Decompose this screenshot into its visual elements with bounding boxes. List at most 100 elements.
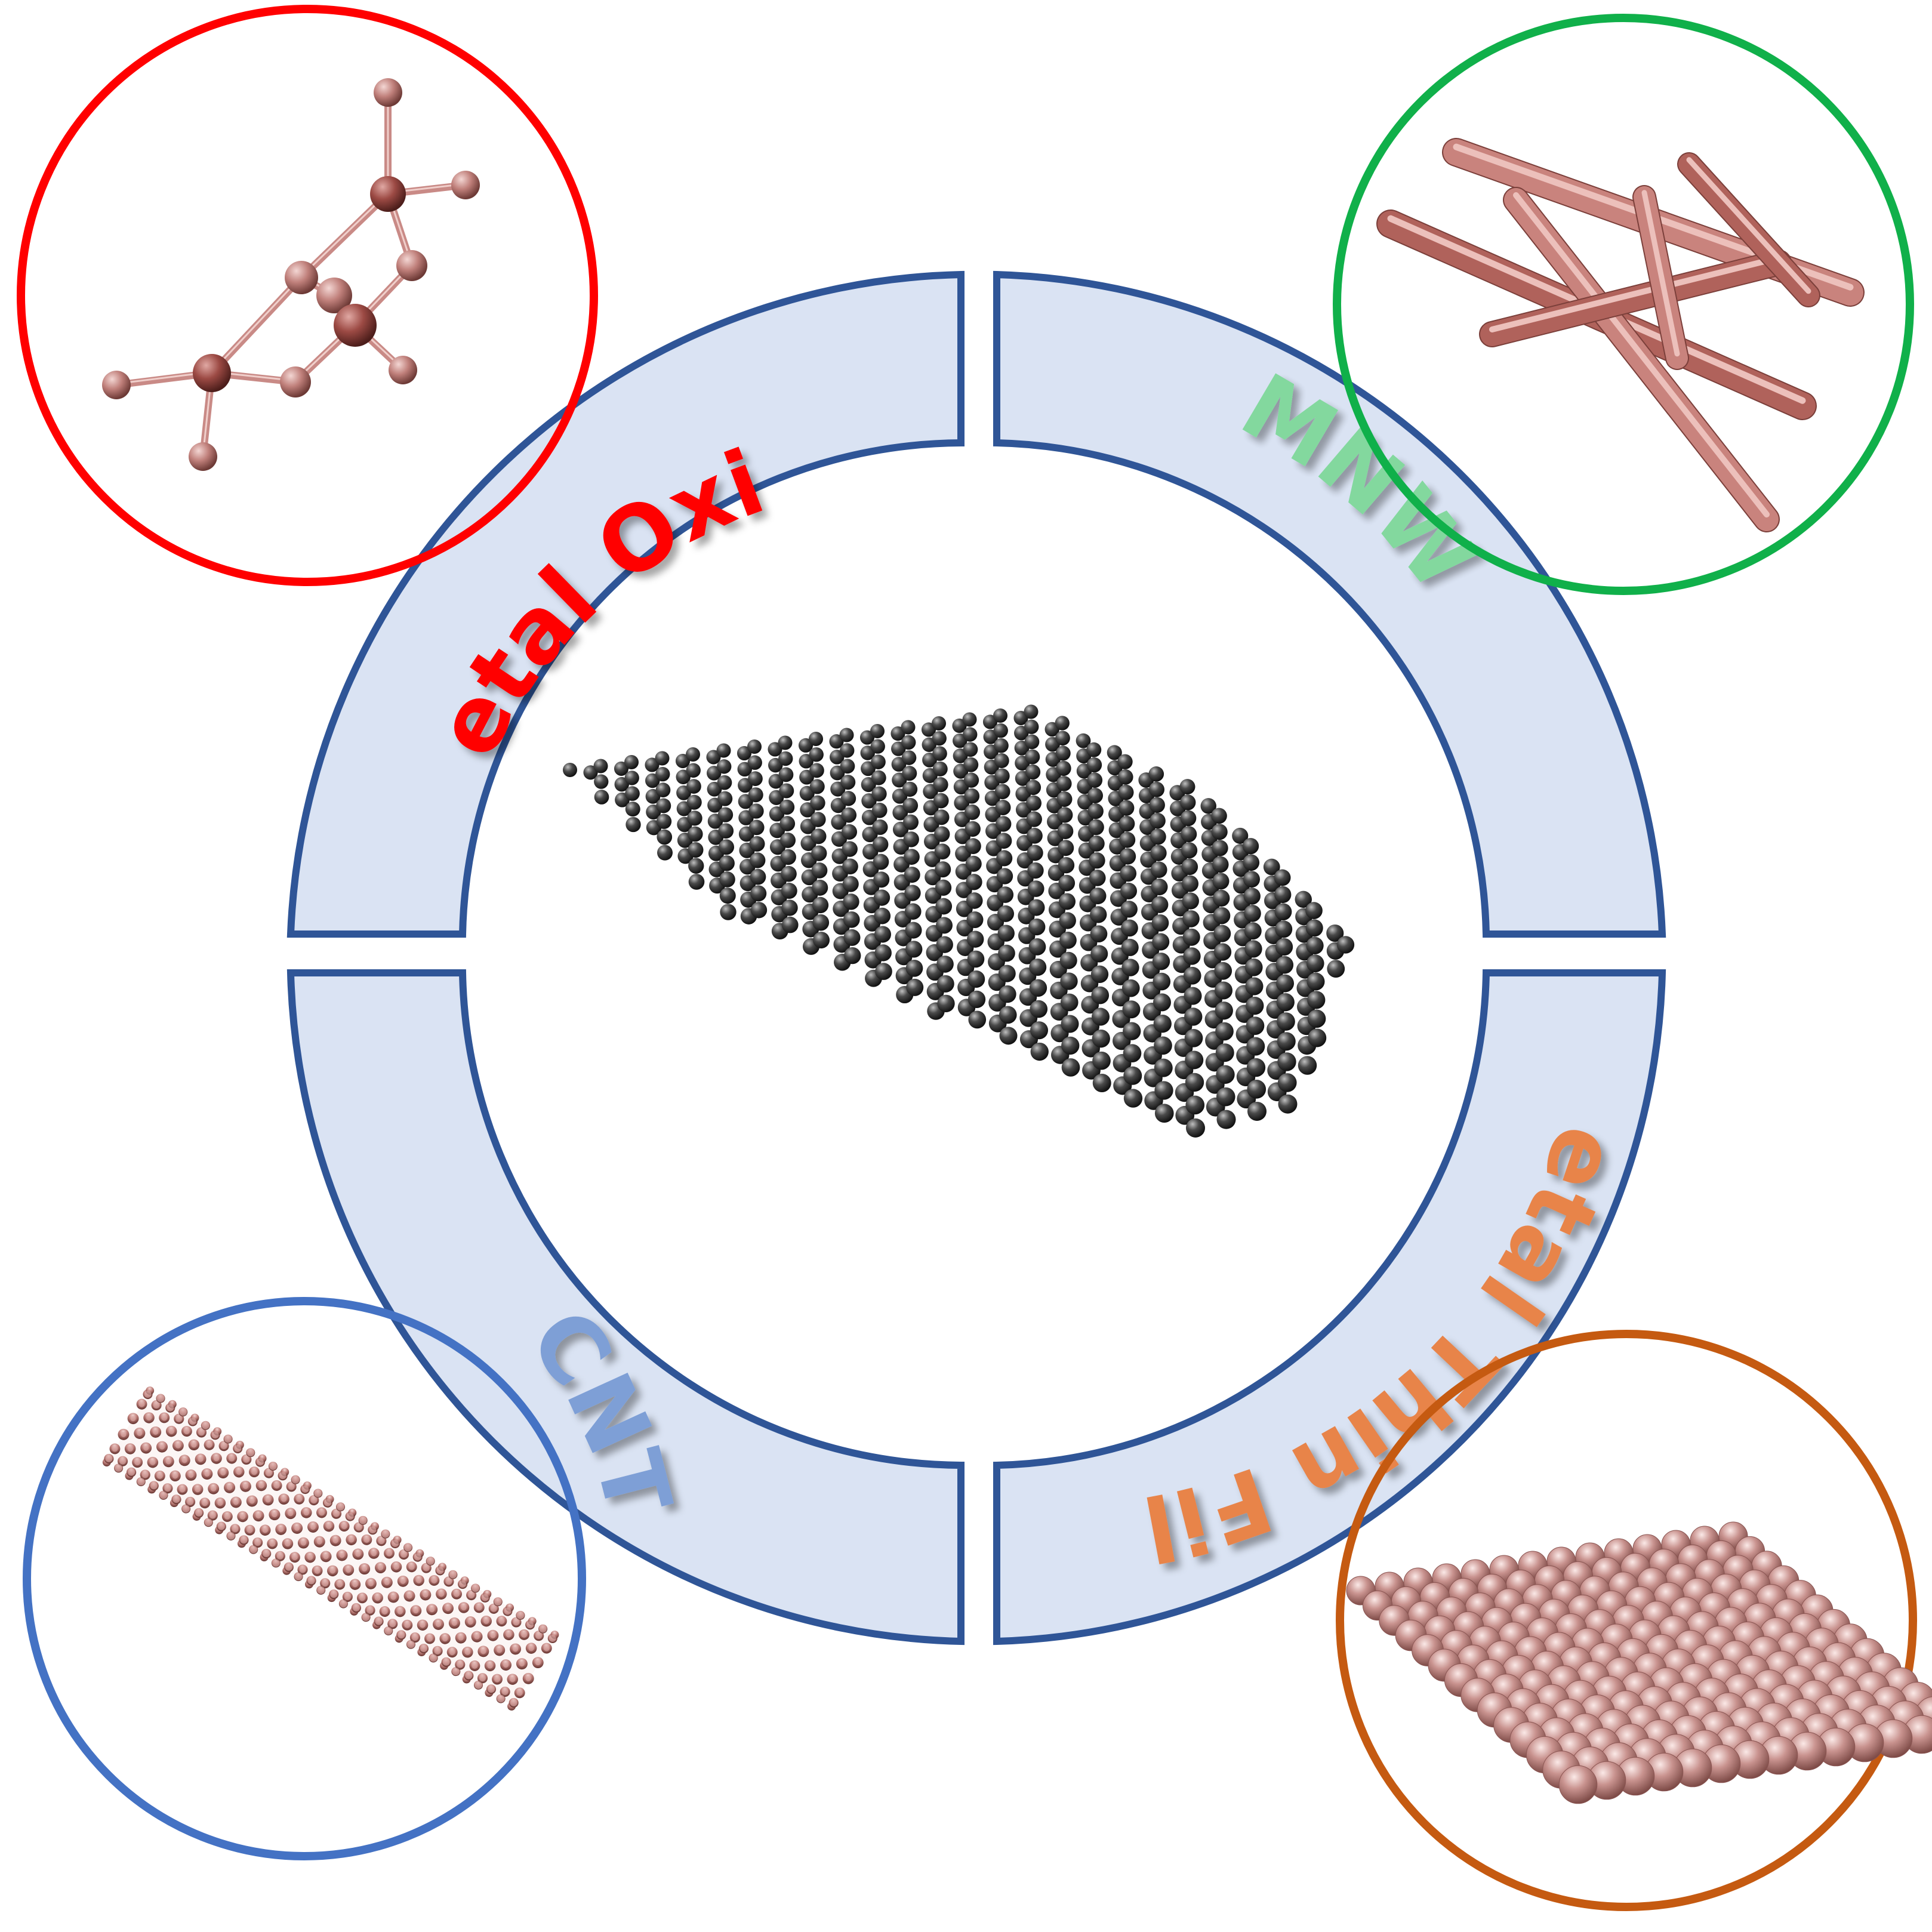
nanotube-atom-back xyxy=(474,1634,480,1640)
carbon-atom xyxy=(594,790,609,805)
nanotube-atom-back xyxy=(414,1553,421,1561)
carbon-atom xyxy=(1025,779,1042,796)
nanotube-atom-back xyxy=(262,1527,268,1533)
nanotube-atom-back xyxy=(175,1443,181,1449)
atomic-layer-film-icon xyxy=(1346,1521,1932,1804)
carbon-atom xyxy=(1181,842,1198,859)
carbon-atom xyxy=(719,888,736,904)
nanotube-atom-back xyxy=(146,1415,152,1421)
nanotube-atom-back xyxy=(172,1496,180,1503)
carbon-atom xyxy=(871,802,888,818)
nanotube-atom-back xyxy=(516,1611,525,1619)
carbon-atom xyxy=(688,874,705,890)
nanotube-atom-back xyxy=(127,1446,133,1452)
carbon-atom xyxy=(1244,922,1262,940)
nanotube-atom-back xyxy=(386,1550,393,1557)
carbon-atom xyxy=(1107,745,1122,760)
nanotube-atom-back xyxy=(179,1486,186,1493)
nanotube-atom-back xyxy=(423,1564,430,1572)
carbon-atom xyxy=(933,809,950,825)
carbon-atom xyxy=(1061,1036,1080,1055)
carbon-atom xyxy=(1152,953,1170,970)
nanotube-atom-back xyxy=(143,1445,149,1451)
carbon-atom xyxy=(1061,1015,1079,1033)
nanotube-atom-back xyxy=(509,1676,516,1683)
carbon-atom xyxy=(1030,1042,1049,1061)
carbon-atom xyxy=(717,807,734,822)
carbon-atom xyxy=(1185,1050,1204,1070)
carbon-atom xyxy=(967,990,986,1009)
carbon-atom xyxy=(688,858,704,874)
nanotube-atom-back xyxy=(121,1431,127,1437)
carbon-atom xyxy=(779,783,794,799)
carbon-atom xyxy=(1058,874,1076,892)
nanotube-atom-back xyxy=(506,1632,512,1638)
carbon-atom xyxy=(1028,918,1046,936)
carbon-atom xyxy=(768,742,782,757)
molecule-bond-highlight xyxy=(211,275,303,373)
nanotube-atom-back xyxy=(224,1435,232,1443)
carbon-atom xyxy=(902,781,918,797)
carbon-atom xyxy=(813,932,830,949)
inset-metal-oxide xyxy=(17,5,598,586)
carbon-atom xyxy=(1263,858,1280,876)
carbon-atom xyxy=(780,832,796,848)
nanotube-atom-back xyxy=(263,1550,270,1557)
nanotube-atom-back xyxy=(513,1646,519,1652)
nanotube-atom-back xyxy=(220,1443,227,1450)
nanotube-atom-back xyxy=(445,1578,452,1585)
molecule-atom xyxy=(396,250,427,281)
nanotube-atom-back xyxy=(408,1564,415,1570)
nanotube-atom-back xyxy=(488,1686,495,1693)
carbon-atom xyxy=(1274,869,1291,886)
nanotube-atom-back xyxy=(535,1660,541,1666)
carbon-atom xyxy=(1120,865,1137,882)
nanotube-atom-back xyxy=(497,1647,503,1653)
carbon-atom xyxy=(686,763,701,778)
molecule-atom xyxy=(451,171,480,199)
carbon-atom xyxy=(996,850,1013,867)
nanotube-atom-back xyxy=(464,1649,471,1655)
nanotube-atom-back xyxy=(442,1635,448,1642)
nanotube-atom-back xyxy=(359,1516,367,1524)
nanotube-atom-back xyxy=(183,1428,190,1435)
nanotube-atom-back xyxy=(243,1456,250,1463)
carbon-atom xyxy=(1057,823,1074,840)
carbon-atom xyxy=(963,727,978,742)
carbon-atom xyxy=(903,814,919,830)
nanotube-atom-back xyxy=(423,1592,429,1598)
nanotube-atom-back xyxy=(461,1604,467,1611)
carbon-atom xyxy=(936,956,954,973)
nanotube-atom-back xyxy=(189,1418,196,1425)
carbon-atom xyxy=(932,716,946,731)
nanotube-atom-back xyxy=(217,1523,225,1530)
carbon-atom xyxy=(811,845,827,861)
carbon-atom xyxy=(964,788,980,804)
carbon-atom xyxy=(1232,827,1249,844)
carbon-atom xyxy=(1154,1058,1173,1077)
carbon-atom xyxy=(934,843,951,860)
carbon-atom xyxy=(966,874,982,890)
inset-circle-cnt xyxy=(23,1297,586,1860)
nanotube-atom-back xyxy=(159,1491,168,1499)
nanotube-atom-back xyxy=(452,1668,460,1676)
carbon-atom xyxy=(737,745,752,761)
nanotube-atom-back xyxy=(457,1661,464,1668)
carbon-atom xyxy=(716,743,731,758)
nanotube-atom-back xyxy=(451,1620,457,1626)
carbon-atom xyxy=(719,839,734,855)
carbon-atom xyxy=(874,907,891,925)
nanotube-atom-back xyxy=(300,1540,306,1546)
carbon-atom xyxy=(872,819,888,835)
molecule-atom xyxy=(189,442,217,471)
carbon-atom xyxy=(810,812,826,827)
nanotube-atom-back xyxy=(172,1473,178,1479)
nanotube-atom-back xyxy=(481,1594,489,1601)
carbon-atom xyxy=(1118,784,1134,800)
nanotube-atom-back xyxy=(516,1690,523,1696)
nanotube-atom-back xyxy=(134,1459,141,1466)
carbon-atom xyxy=(1150,828,1166,845)
nanotube-atom-back xyxy=(339,1552,345,1558)
nanotube-atom-back xyxy=(392,1539,399,1547)
